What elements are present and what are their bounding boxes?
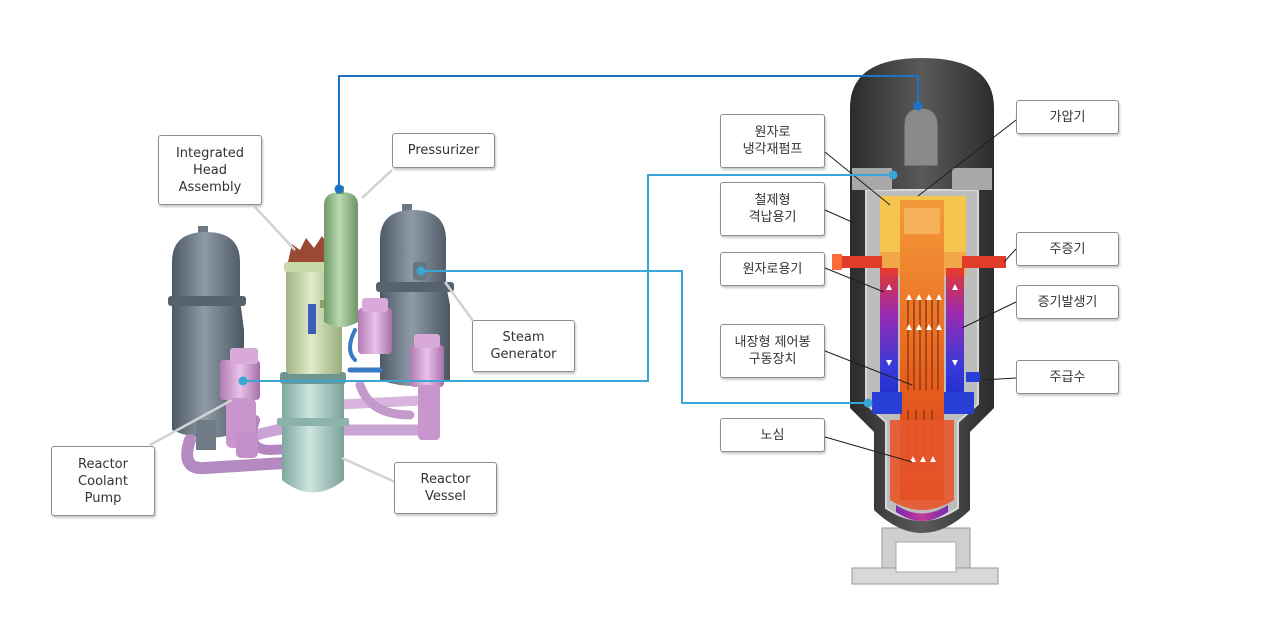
pump-connector	[243, 174, 893, 382]
pressurizer-connector	[338, 75, 919, 189]
label-reactor-vessel-kr: 원자로용기	[720, 252, 825, 286]
label-feedwater-kr: 주급수	[1016, 360, 1119, 394]
label-containment-kr: 철제형 격납용기	[720, 182, 825, 236]
connector-dots	[238, 101, 923, 408]
label-core-kr: 노심	[720, 418, 825, 452]
left-leader-lines	[149, 169, 478, 484]
label-steam-generator-kr: 증기발생기	[1016, 285, 1119, 319]
label-pressurizer-kr: 가압기	[1016, 100, 1119, 134]
cross-section-illustration	[832, 58, 1006, 585]
reactor-vessel-shape	[277, 372, 349, 493]
connector-lines	[243, 75, 919, 404]
label-reactor-coolant-pump: Reactor Coolant Pump	[51, 446, 155, 516]
steam-generator-connector	[421, 270, 868, 404]
right-leader-lines	[824, 119, 1017, 463]
coolant-pumps	[220, 298, 444, 458]
label-steam-generator: Steam Generator	[472, 320, 575, 372]
label-integrated-head-assembly: Integrated Head Assembly	[158, 135, 262, 205]
label-reactor-vessel: Reactor Vessel	[394, 462, 497, 514]
label-crdm-kr: 내장형 제어봉 구동장치	[720, 324, 825, 378]
label-main-steam-kr: 주증기	[1016, 232, 1119, 266]
label-pressurizer: Pressurizer	[392, 133, 495, 168]
pressurizer-shape	[324, 186, 358, 327]
label-rcp-kr: 원자로 냉각재펌프	[720, 114, 825, 168]
